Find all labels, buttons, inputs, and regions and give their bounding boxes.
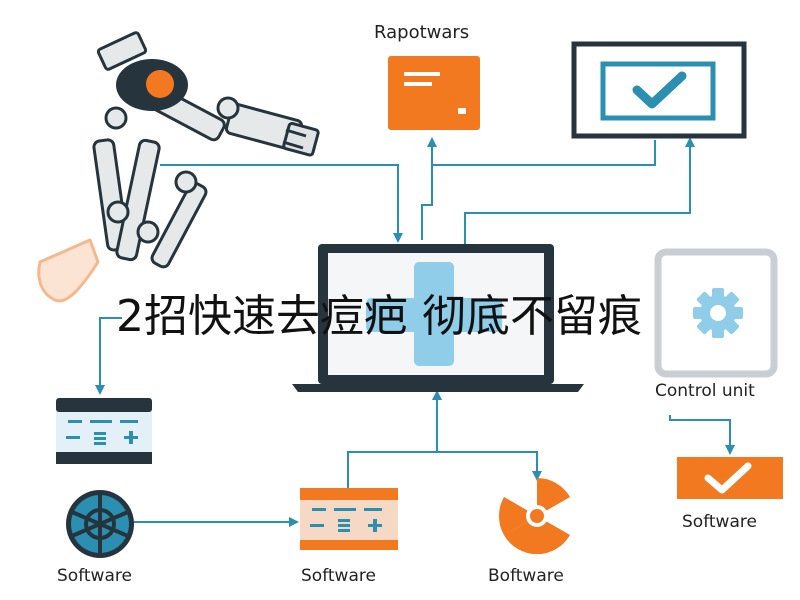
monitor-check-icon [571, 41, 747, 139]
connector-laptop-to-doc [421, 137, 437, 240]
label-top-doc: Rapotwars [374, 22, 470, 43]
connectors [95, 137, 735, 527]
overlay-title: 2招快速去痘疤 彻底不留痕 [116, 291, 642, 342]
label-control-unit: Control unit [655, 381, 755, 401]
control-panel-icon [56, 398, 152, 464]
connector-bottom-to-laptop [347, 451, 542, 490]
label-software-left: Software [57, 566, 132, 586]
connector-robot-to-laptop [160, 164, 403, 243]
control-panel-icon-mid [300, 488, 398, 550]
radiation-icon [498, 477, 570, 555]
connector-to-panel-left [95, 317, 122, 395]
connector-tablet-to-check [669, 415, 735, 455]
laptop-icon [292, 244, 584, 392]
label-boftware: Boftware [488, 566, 564, 586]
connector-monitor-link [432, 140, 656, 166]
connector-laptop-to-monitor [464, 137, 695, 245]
label-software-right: Software [682, 512, 757, 532]
label-software-mid: Software [301, 566, 376, 586]
tablet-gear-icon [654, 248, 778, 378]
document-icon [388, 56, 480, 130]
checkmark-box-icon [677, 457, 783, 499]
globe-icon [66, 490, 134, 558]
robot-arm-icon [37, 31, 320, 303]
